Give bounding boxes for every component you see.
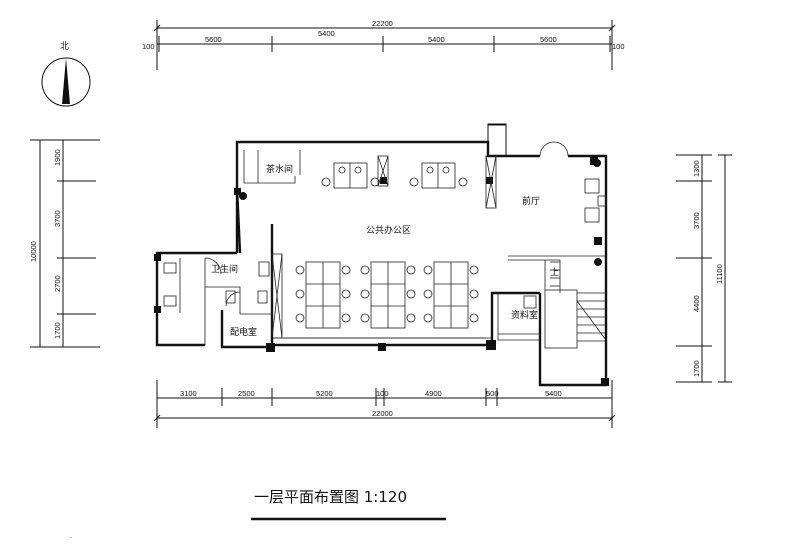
label-toilet: 卫生间 <box>211 263 238 275</box>
bottom-dim-5: 4900 <box>425 389 442 398</box>
archive-shelves <box>498 295 540 335</box>
top-dim-2: 5600 <box>205 35 222 44</box>
column <box>486 340 496 350</box>
footnote-mark: . <box>70 531 72 540</box>
bottom-dim-1: 3100 <box>180 389 197 398</box>
top-dim-6: 100 <box>612 42 625 51</box>
column <box>594 237 602 245</box>
bottom-dim-6: 500 <box>486 389 499 398</box>
bottom-dim-2: 2500 <box>238 389 255 398</box>
label-tea-room: 茶水间 <box>266 163 293 175</box>
top-dim-3: 5400 <box>318 29 335 38</box>
plant <box>594 258 602 266</box>
left-dim-1: 1900 <box>53 149 62 166</box>
bottom-dim-7: 5400 <box>545 389 562 398</box>
label-lobby: 前厅 <box>522 195 540 207</box>
left-dim-2: 3700 <box>53 210 62 227</box>
top-dimension-chain: 22200 100 5600 5400 5400 5600 100 <box>142 19 625 70</box>
top-total-dim: 22200 <box>372 19 393 28</box>
right-dim-4: 1700 <box>692 360 701 377</box>
column <box>154 254 161 261</box>
top-desk-cluster-1 <box>321 162 380 189</box>
right-dimension-chain: 1300 3700 4400 1700 11100 <box>676 154 732 383</box>
columns <box>154 157 609 386</box>
plant <box>239 192 247 200</box>
column <box>378 343 386 351</box>
column <box>601 378 609 386</box>
top-desk-cluster-2 <box>409 162 468 189</box>
label-archive: 资料室 <box>511 309 538 321</box>
right-dim-3: 4400 <box>692 295 701 312</box>
right-total-dim: 11100 <box>715 264 724 284</box>
label-power-room: 配电室 <box>230 326 257 338</box>
entrance-door-left-icon <box>539 141 555 157</box>
bottom-total-dim: 22000 <box>372 409 393 418</box>
north-arrow: 北 <box>41 41 91 107</box>
caption-title: 一层平面布置图 1:120 <box>254 488 407 506</box>
right-dim-1: 1300 <box>692 160 701 177</box>
entrance-door-right-icon <box>553 141 569 157</box>
bottom-dimension-chain: 3100 2500 5200 100 4900 500 5400 22000 <box>153 380 616 428</box>
left-dimension-chain: 10000 1900 3700 2700 1700 <box>29 139 100 348</box>
bottom-dim-4: 100 <box>376 389 389 398</box>
column <box>154 306 161 313</box>
room-labels: 茶水间 公共办公区 前厅 卫生间 配电室 资料室 上 <box>211 163 559 338</box>
top-dim-5: 5600 <box>540 35 557 44</box>
plant <box>593 159 601 167</box>
column <box>486 177 493 184</box>
cabinet-racks <box>271 155 497 339</box>
column <box>266 343 275 352</box>
right-dim-2: 3700 <box>692 212 701 229</box>
office-desk-rows <box>283 261 486 339</box>
top-dim-4: 5400 <box>428 35 445 44</box>
bottom-dim-3: 5200 <box>316 389 333 398</box>
left-total-dim: 10000 <box>29 241 38 262</box>
top-dim-1: 100 <box>142 42 155 51</box>
toilet-fixtures <box>163 257 270 307</box>
column <box>380 177 387 184</box>
lobby-seating <box>584 178 607 223</box>
north-needle-icon <box>62 58 70 104</box>
plan-caption: 一层平面布置图 1:120 . <box>70 488 446 540</box>
left-dim-3: 2700 <box>53 275 62 292</box>
label-stair-up: 上 <box>550 267 559 278</box>
column <box>234 188 241 195</box>
chimney-shaft <box>487 123 507 157</box>
left-dim-4: 1700 <box>53 322 62 339</box>
stair-well <box>544 289 578 349</box>
label-office: 公共办公区 <box>366 224 411 236</box>
north-label: 北 <box>60 41 69 52</box>
